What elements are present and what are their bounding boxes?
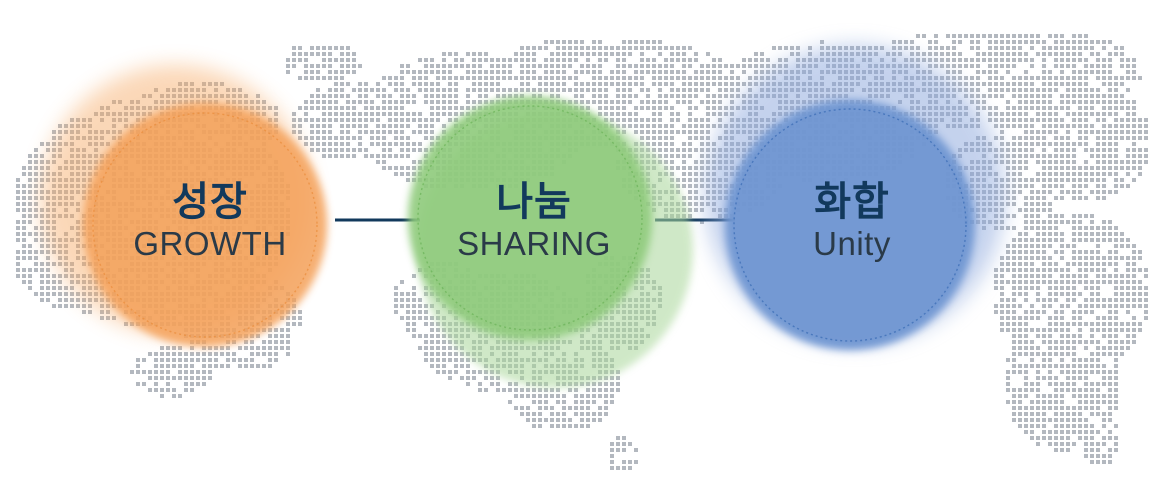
circle-unity: [705, 45, 1005, 350]
value-label-growth: 성장 GROWTH: [90, 180, 330, 264]
value-title-korean: 나눔: [496, 179, 572, 225]
circle-sharing: [408, 96, 693, 388]
value-title-english: GROWTH: [133, 225, 287, 262]
value-title-english: Unity: [813, 225, 891, 262]
circle-growth: [40, 65, 327, 347]
value-label-unity: 화합 Unity: [732, 180, 972, 264]
value-title-korean: 성장: [172, 179, 248, 225]
value-title-korean: 화합: [814, 179, 890, 225]
value-title-english: SHARING: [457, 225, 611, 262]
value-label-sharing: 나눔 SHARING: [414, 180, 654, 264]
